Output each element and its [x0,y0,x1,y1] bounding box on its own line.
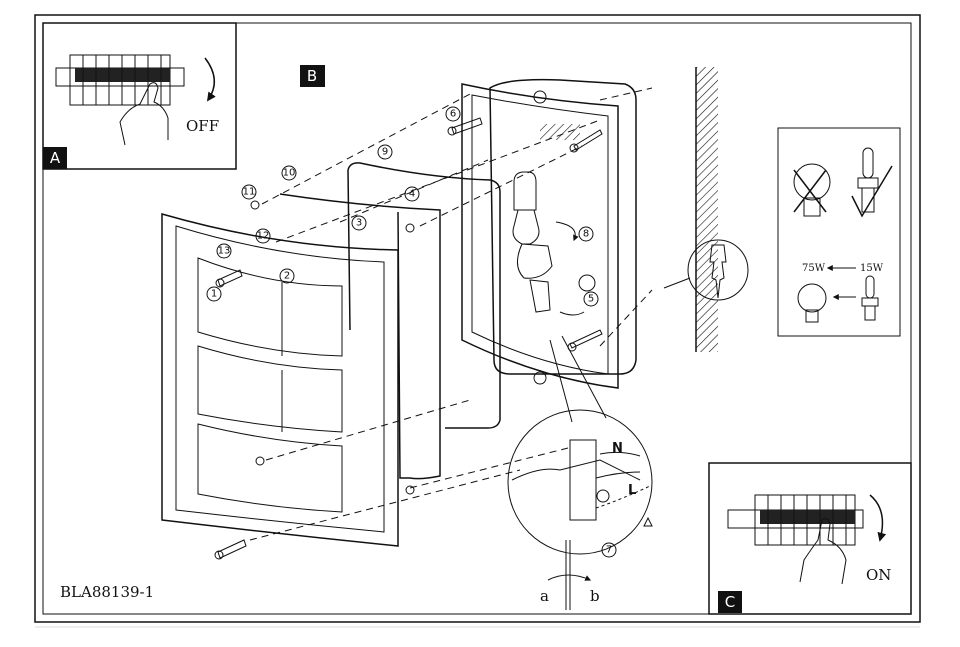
step-callout-3: 3 [351,215,367,231]
hand-a [119,82,169,146]
off-label: OFF [186,117,219,135]
step-callout-2: 2 [279,268,295,284]
svg-text:6: 6 [450,109,456,120]
bottom-mount-hole [533,371,547,385]
incandescent-bulb-icon [797,283,827,323]
step-callout-9: 9 [377,144,393,160]
screwdriver-label-a: a [540,587,549,605]
on-arrow [869,494,887,542]
hand-c [799,518,847,585]
middle-plate [279,193,441,480]
svg-text:5: 5 [588,294,594,305]
live-label: L [628,483,636,498]
step-callout-6: 6 [445,106,461,122]
on-label: ON [866,566,891,584]
incandescent-wattage: 75W [802,263,826,274]
panel-c-tag: C [725,593,735,611]
svg-text:9: 9 [382,147,388,158]
cfl-bulb-checked-icon [851,147,893,218]
panel-b-tag: B [307,67,317,85]
svg-text:3: 3 [356,218,362,229]
step-callout-5: 5 [583,291,599,307]
svg-text:7: 7 [606,545,612,556]
screws [214,117,603,560]
svg-text:11: 11 [243,187,256,198]
wall-plug-zoom [687,239,749,301]
assembly-guides [249,87,653,541]
step-callout-7: 7 [601,542,617,558]
incandescent-bulb-crossed-icon [793,163,831,217]
panel-b-tag-box [300,65,325,87]
screwdriver-label-b: b [590,587,600,605]
svg-text:12: 12 [257,231,270,242]
cfl-wattage: 15W [860,263,884,274]
step-callout-12: 12 [255,228,271,244]
wall-plug-leader [663,277,691,289]
wiring-detail [507,335,653,610]
panel-a-tag-box [43,147,67,169]
rotate-arrow-8 [555,221,579,242]
panel-a-tag: A [50,149,61,167]
svg-text:10: 10 [283,168,296,179]
document-code: BLA88139-1 [60,583,154,601]
cable-gland [578,274,596,292]
wall-plug-icon [709,244,727,299]
panel-a: A OFF [42,22,237,170]
cfl-bulb [512,171,553,313]
outer-frame [34,14,921,623]
step-callout-8: 8 [578,226,594,242]
bulb-panel [777,127,901,337]
housing-vent [540,124,580,140]
top-mount-hole [533,90,547,104]
svg-text:2: 2 [284,271,290,282]
svg-text:13: 13 [218,246,231,257]
front-cover [161,213,399,547]
back-housing [461,78,637,389]
step-callout-10: 10 [281,165,297,181]
breaker-panel-a [55,54,185,106]
step-callout-11: 11 [241,184,257,200]
inner-frame [42,22,912,615]
breaker-panel-c [727,494,864,546]
neutral-label: N [612,441,623,456]
panel-c: C ON [708,462,912,615]
wires [559,311,585,316]
off-arrow [204,57,216,102]
svg-text:1: 1 [211,289,217,300]
cfl-bulb-small-icon [861,275,879,321]
svg-text:4: 4 [409,189,415,200]
step-callout-4: 4 [404,186,420,202]
svg-text:8: 8 [583,229,589,240]
step-callout-1: 1 [206,286,222,302]
step-callout-13: 13 [216,243,232,259]
wire-frame [347,162,501,429]
panel-c-tag-box [718,591,742,613]
wall [695,67,718,352]
